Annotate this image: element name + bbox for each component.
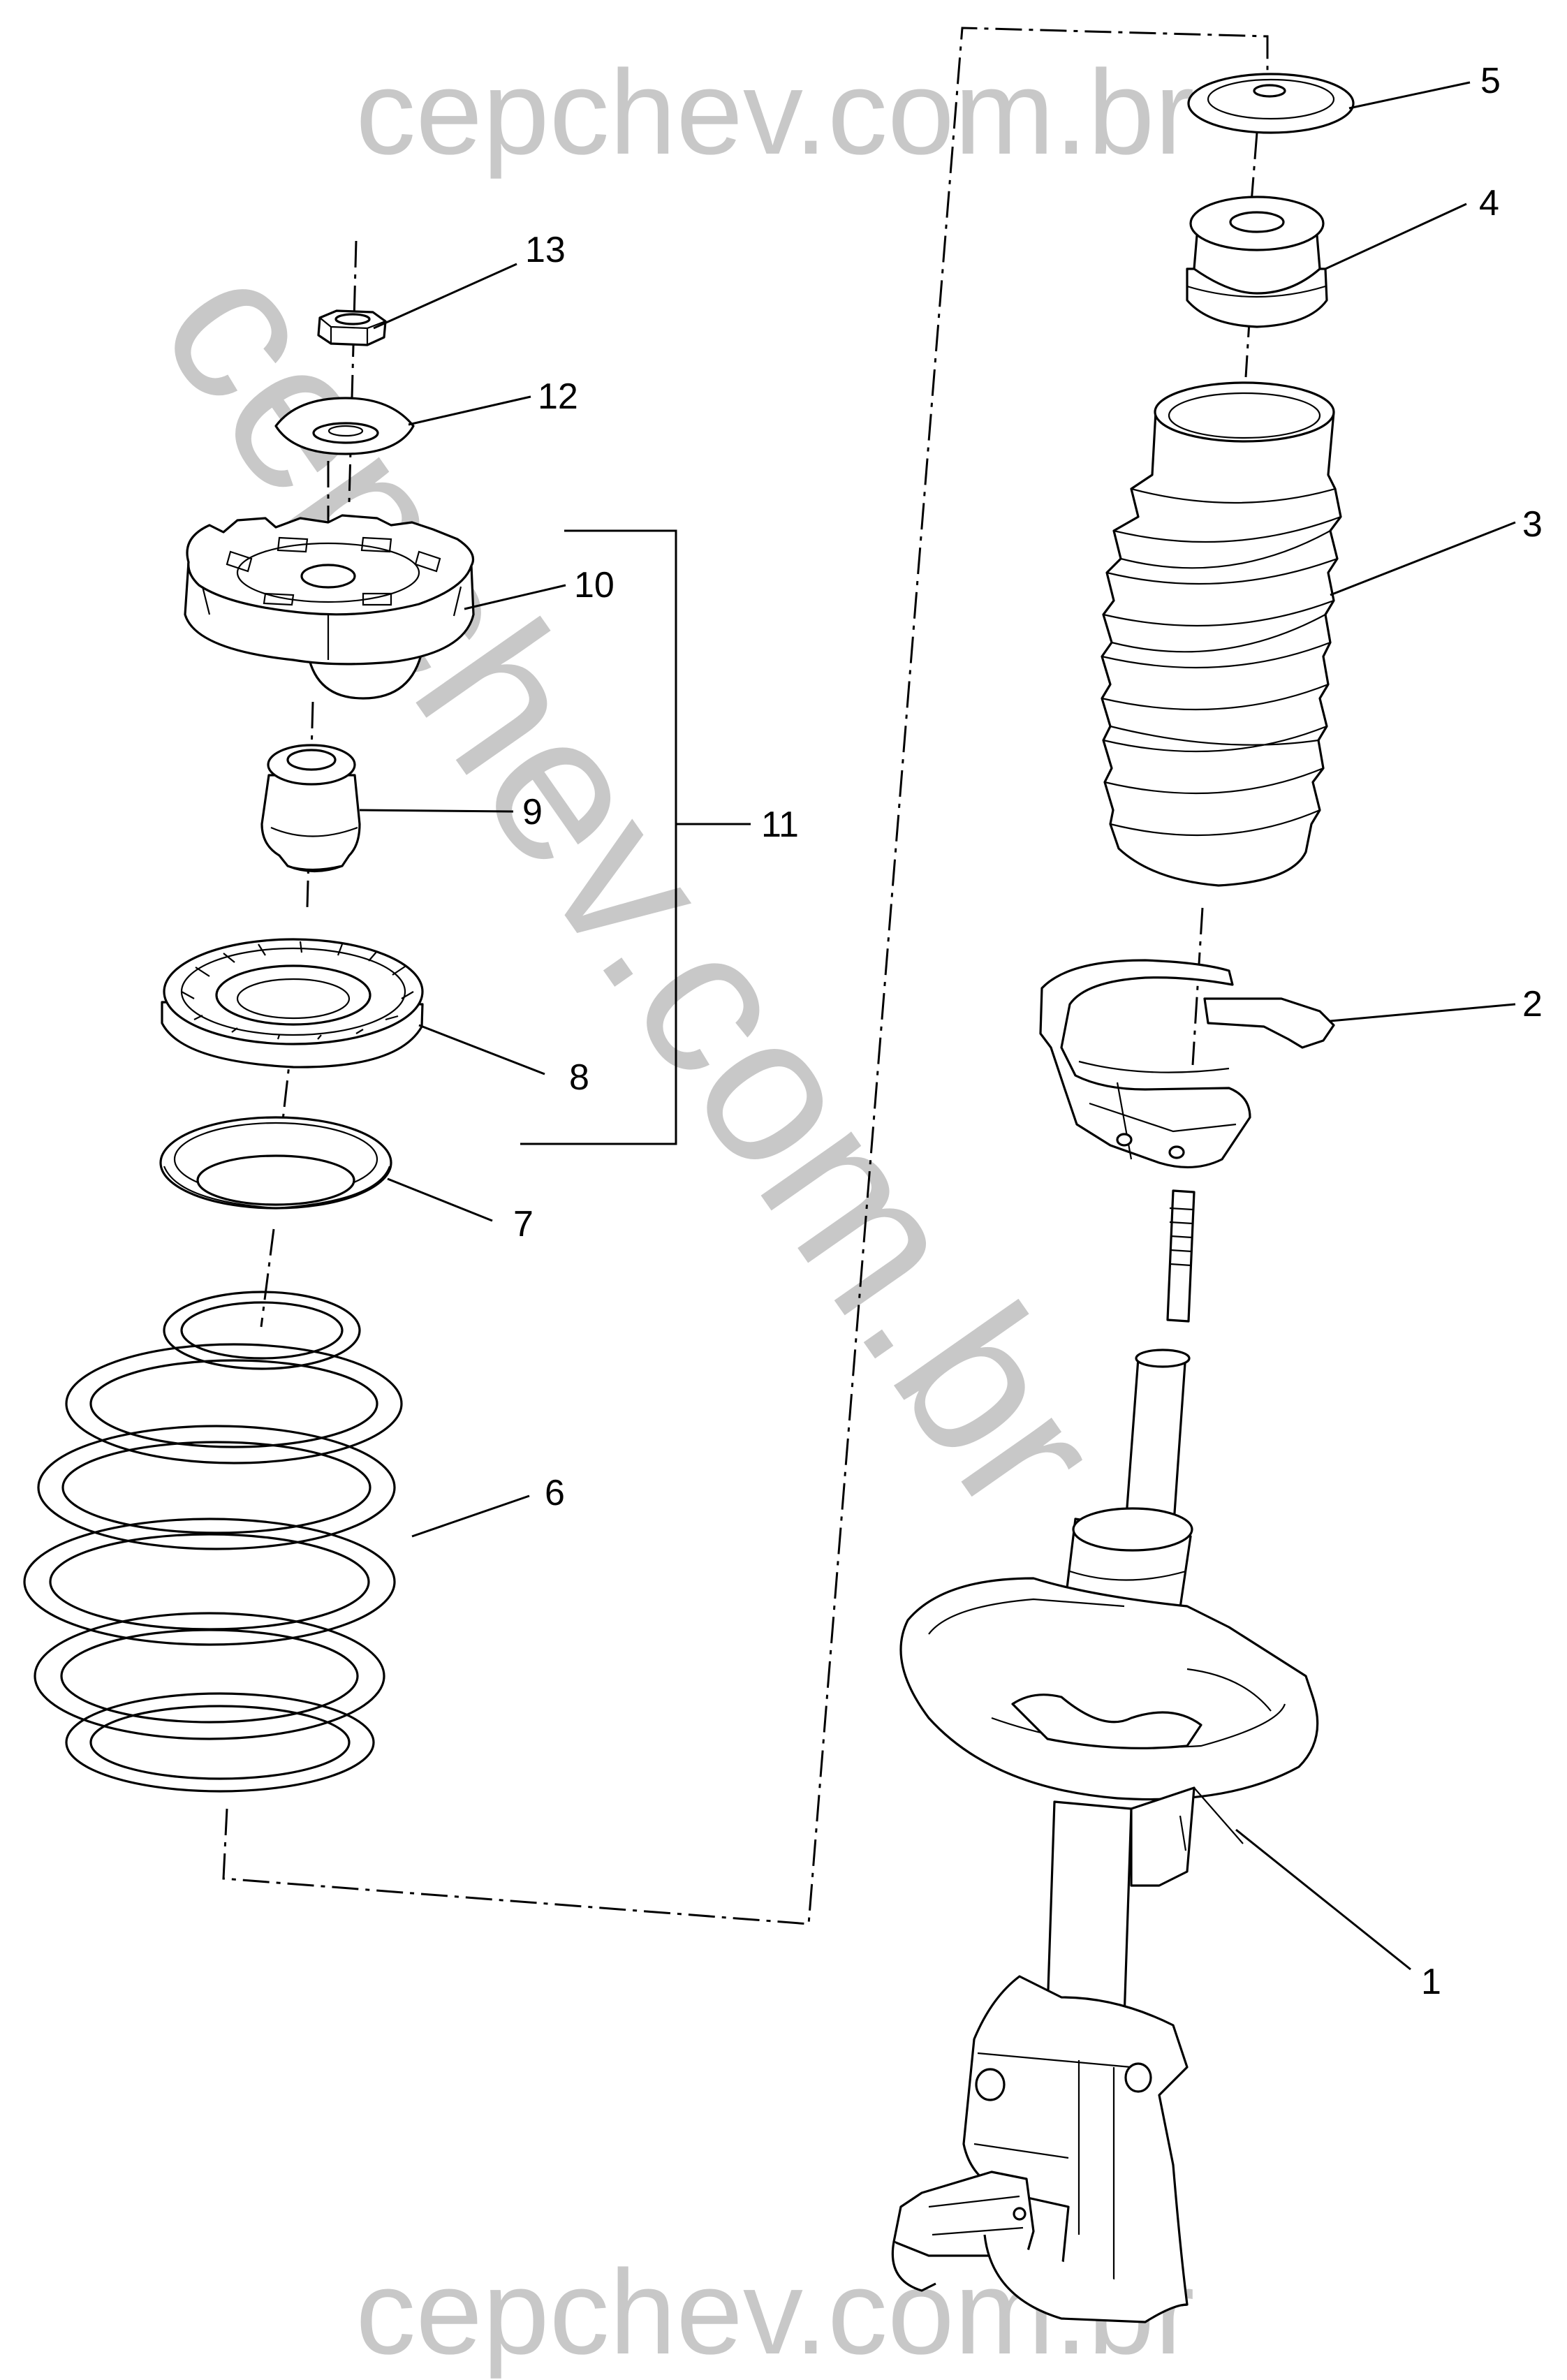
callout-3: 3 (1522, 504, 1543, 545)
spring-insulator (1039, 959, 1335, 1168)
strut-assembly (891, 1189, 1319, 2323)
callout-8: 8 (569, 1057, 589, 1098)
watermark-top: cepchev.com.br (355, 45, 1194, 179)
upper-washer (1187, 73, 1355, 134)
callout-5: 5 (1480, 61, 1501, 101)
washer (274, 397, 415, 455)
callout-7: 7 (513, 1204, 534, 1244)
insulator (1186, 196, 1328, 328)
bearing (161, 938, 424, 1068)
spring-seat (159, 1116, 392, 1210)
callout-9: 9 (522, 792, 543, 832)
callout-12: 12 (538, 376, 578, 417)
bushing (260, 744, 361, 873)
watermark-diagonal: cepchev.com.br (116, 219, 1148, 1553)
callout-10: 10 (574, 565, 615, 605)
leader-lines (359, 81, 1516, 1971)
group-bracket-11 (520, 529, 751, 1145)
callout-2: 2 (1522, 984, 1543, 1024)
callout-numbers: 13 12 10 9 11 8 7 6 5 4 3 2 1 (513, 61, 1543, 2002)
coil-spring (23, 1291, 403, 1793)
strut-mount (184, 514, 475, 700)
callout-13: 13 (525, 230, 566, 270)
callout-6: 6 (545, 1473, 565, 1513)
dust-boot (1101, 381, 1342, 887)
nut (317, 309, 387, 346)
callout-11: 11 (761, 805, 799, 845)
callout-1: 1 (1421, 1962, 1441, 2002)
callout-4: 4 (1479, 183, 1499, 223)
